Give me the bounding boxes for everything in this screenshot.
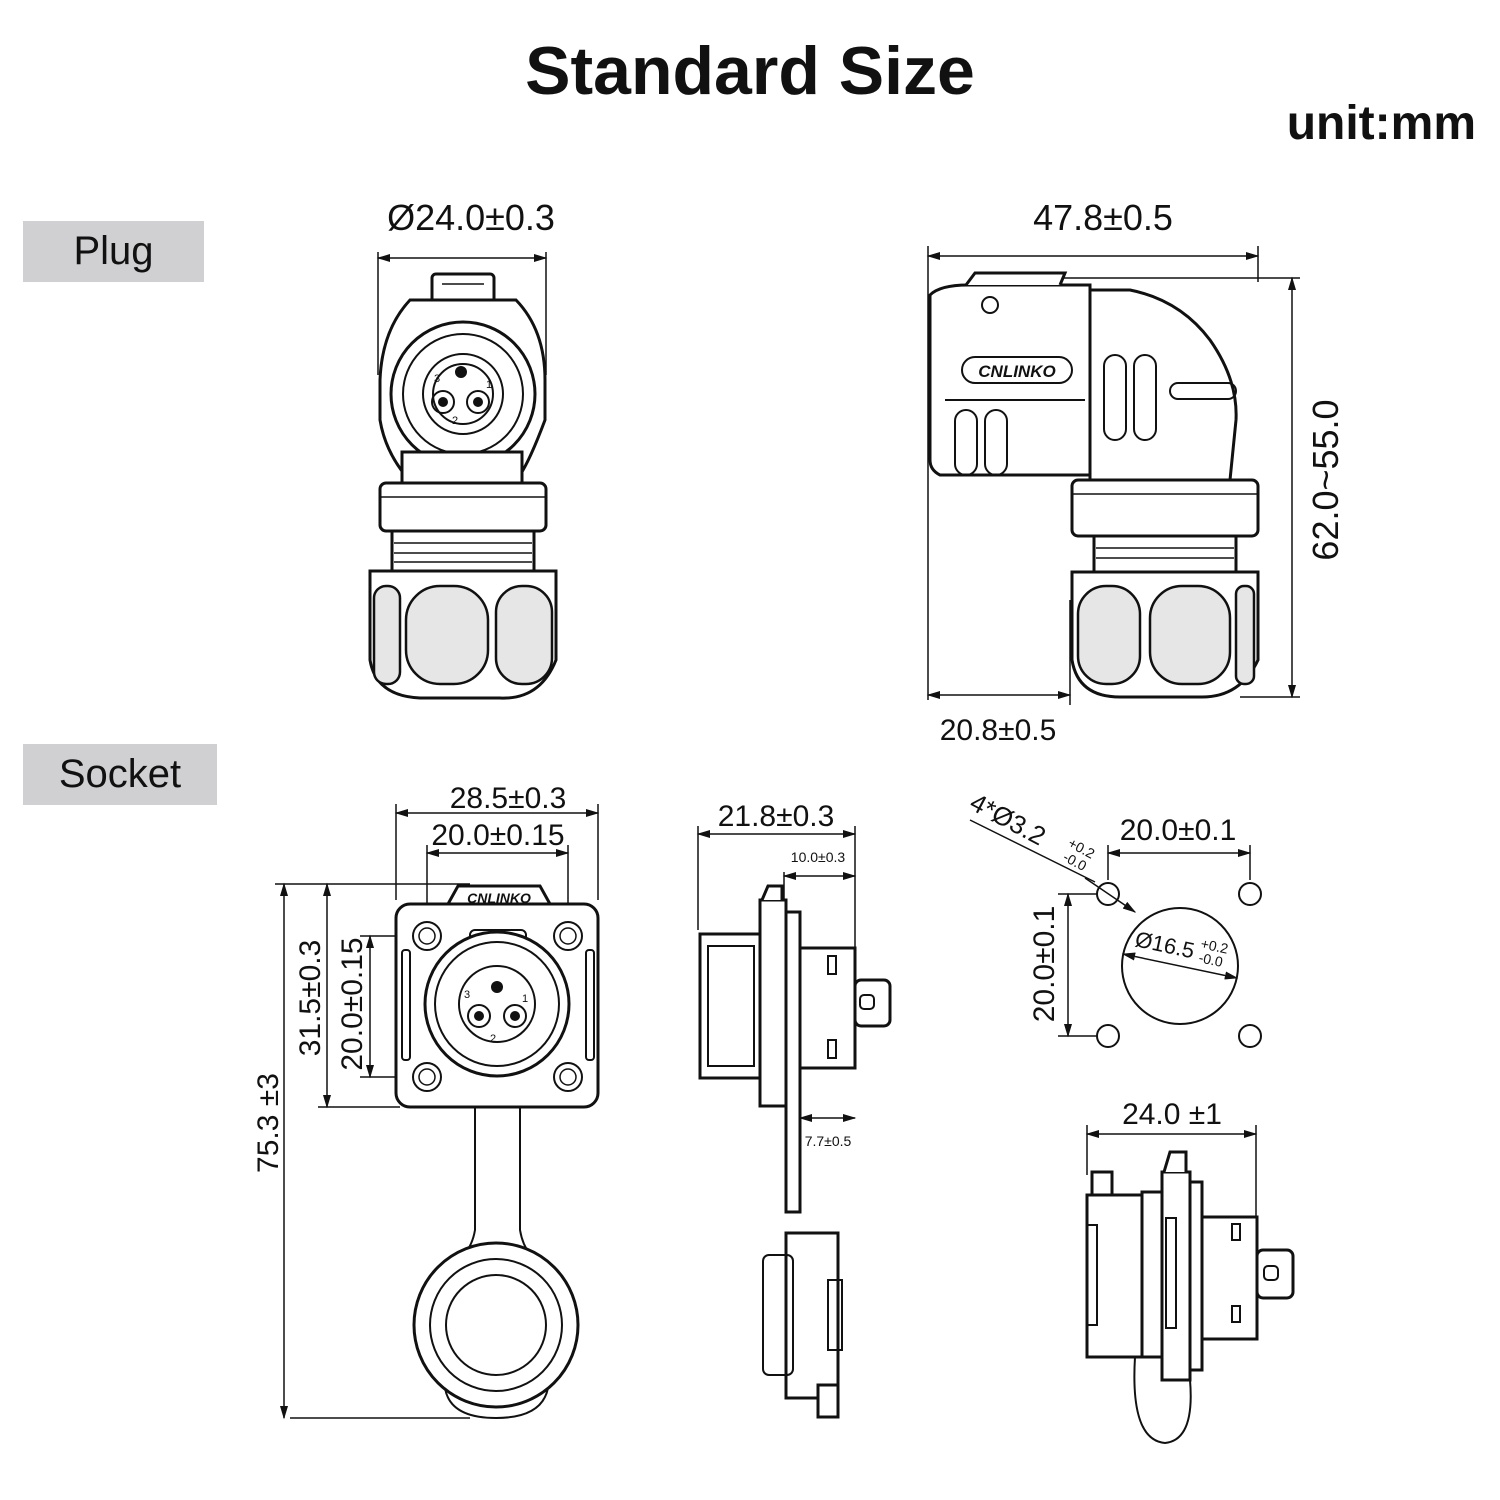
socket-hole-spacing-v-dim: 20.0±0.15 (336, 937, 369, 1070)
plug-pin-1-label: 1 (486, 379, 492, 391)
socket-outer-height-dim: 31.5±0.3 (294, 940, 327, 1057)
section-label-socket: Socket (23, 744, 217, 805)
plug-pin-2-label: 2 (452, 415, 458, 427)
unit-label: unit:mm (1286, 97, 1476, 150)
plug-diameter-dim: Ø24.0±0.3 (387, 197, 555, 238)
plug-pin-3-label: 3 (434, 373, 440, 385)
rear-width-dim: 24.0 ±1 (1122, 1098, 1222, 1131)
socket-pin-3-label: 3 (464, 989, 470, 1001)
page-title: Standard Size (525, 33, 975, 109)
socket-total-length-dim: 75.3 ±3 (252, 1073, 285, 1173)
cutout-spacing-v-dim: 20.0±0.1 (1028, 906, 1061, 1023)
socket-pin-2-label: 2 (490, 1033, 496, 1045)
plug-front-view: Ø24.0±0.3 3 1 2 (368, 197, 558, 700)
socket-front-view: 28.5±0.3 20.0±0.15 75.3 ±3 31.5±0.3 20.0… (252, 782, 600, 1420)
socket-rear-view: 24.0 ±1 (1085, 1098, 1295, 1445)
plug-side-width-dim: 47.8±0.5 (1033, 197, 1173, 238)
panel-cutout-view: 4*Ø3.2 +0.2 -0.0 20.0±0.1 20.0±0.1 Ø16.5… (965, 787, 1262, 1048)
plug-side-height-dim: 62.0~55.0 (1305, 399, 1346, 560)
socket-panel-depth-dim: 7.7±0.5 (805, 1133, 852, 1149)
socket-hole-spacing-dim: 20.0±0.15 (431, 819, 564, 852)
socket-front-depth-dim: 10.0±0.3 (791, 849, 846, 865)
plug-side-base-dim: 20.8±0.5 (940, 714, 1057, 747)
socket-outer-width-dim: 28.5±0.3 (450, 782, 567, 815)
plug-side-view: 47.8±0.5 62.0~55.0 20.8±0.5 CNLINKO (926, 197, 1346, 747)
section-label-plug: Plug (23, 221, 204, 282)
cutout-spacing-h-dim: 20.0±0.1 (1120, 814, 1237, 847)
socket-side-view: 21.8±0.3 10.0±0.3 7.7±0.5 (696, 800, 892, 1419)
socket-logo: CNLINKO (467, 890, 531, 906)
cutout-diameter-tol-minus: -0.0 (1197, 949, 1224, 970)
socket-side-depth-dim: 21.8±0.3 (718, 800, 835, 833)
cutout-holes-dim: 4*Ø3.2 (965, 787, 1051, 851)
plug-logo: CNLINKO (978, 362, 1055, 381)
socket-pin-1-label: 1 (522, 993, 528, 1005)
cutout-diameter-tol-plus: +0.2 (1199, 935, 1230, 956)
